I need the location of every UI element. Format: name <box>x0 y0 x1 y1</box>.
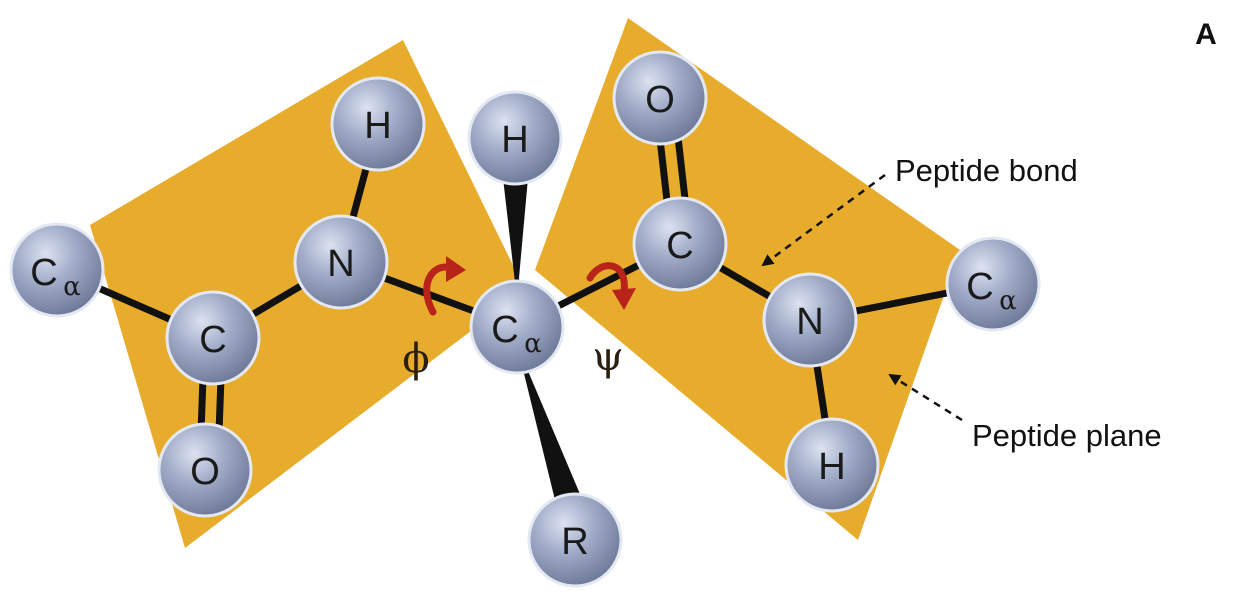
peptide-plane-label: Peptide plane <box>972 418 1162 453</box>
atom-left-n: N <box>293 214 389 310</box>
psi-rotation-arrow <box>586 262 628 296</box>
atom-symbol: H <box>818 446 845 488</box>
atom-symbol: C <box>666 225 693 267</box>
wedge-bond-center-r <box>517 345 580 500</box>
atom-right-h: H <box>784 417 880 513</box>
atom-right-n: N <box>762 272 858 368</box>
atom-left-calpha: C α <box>9 222 105 318</box>
phi-arrowhead <box>446 256 466 282</box>
atom-symbol: C <box>966 266 993 308</box>
atom-subscript: α <box>999 286 1017 316</box>
atom-symbol: C <box>199 319 226 361</box>
right-peptide-plane <box>535 18 960 540</box>
atom-subscript: α <box>63 272 81 302</box>
wedge-bond-center-h <box>503 178 528 300</box>
atom-symbol: C <box>491 309 518 351</box>
atom-center-calpha: C α <box>469 279 565 375</box>
psi-arrowhead <box>612 288 636 310</box>
atom-right-o: O <box>612 50 708 146</box>
peptide-plane-pointer <box>888 373 963 422</box>
atom-center-h: H <box>467 90 563 186</box>
panel-label: A <box>1195 18 1217 51</box>
atom-right-c: C <box>632 196 728 292</box>
atom-symbol: N <box>327 243 354 285</box>
atom-symbol: H <box>364 105 391 147</box>
atom-left-o: O <box>157 422 253 518</box>
atom-symbol: O <box>645 79 675 121</box>
atom-left-c: C <box>165 290 261 386</box>
peptide-bond-label: Peptide bond <box>895 153 1078 188</box>
atom-center-r: R <box>527 492 623 588</box>
atom-symbol: C <box>30 252 57 294</box>
phi-label: ϕ <box>402 336 429 382</box>
atom-symbol: R <box>561 521 588 563</box>
atom-symbol: H <box>501 119 528 161</box>
psi-label: ψ <box>592 334 623 380</box>
atom-left-h: H <box>330 76 426 172</box>
atom-symbol: O <box>190 451 220 493</box>
atom-symbol: N <box>796 301 823 343</box>
atom-right-calpha: C α <box>945 236 1041 332</box>
atom-subscript: α <box>524 329 542 359</box>
